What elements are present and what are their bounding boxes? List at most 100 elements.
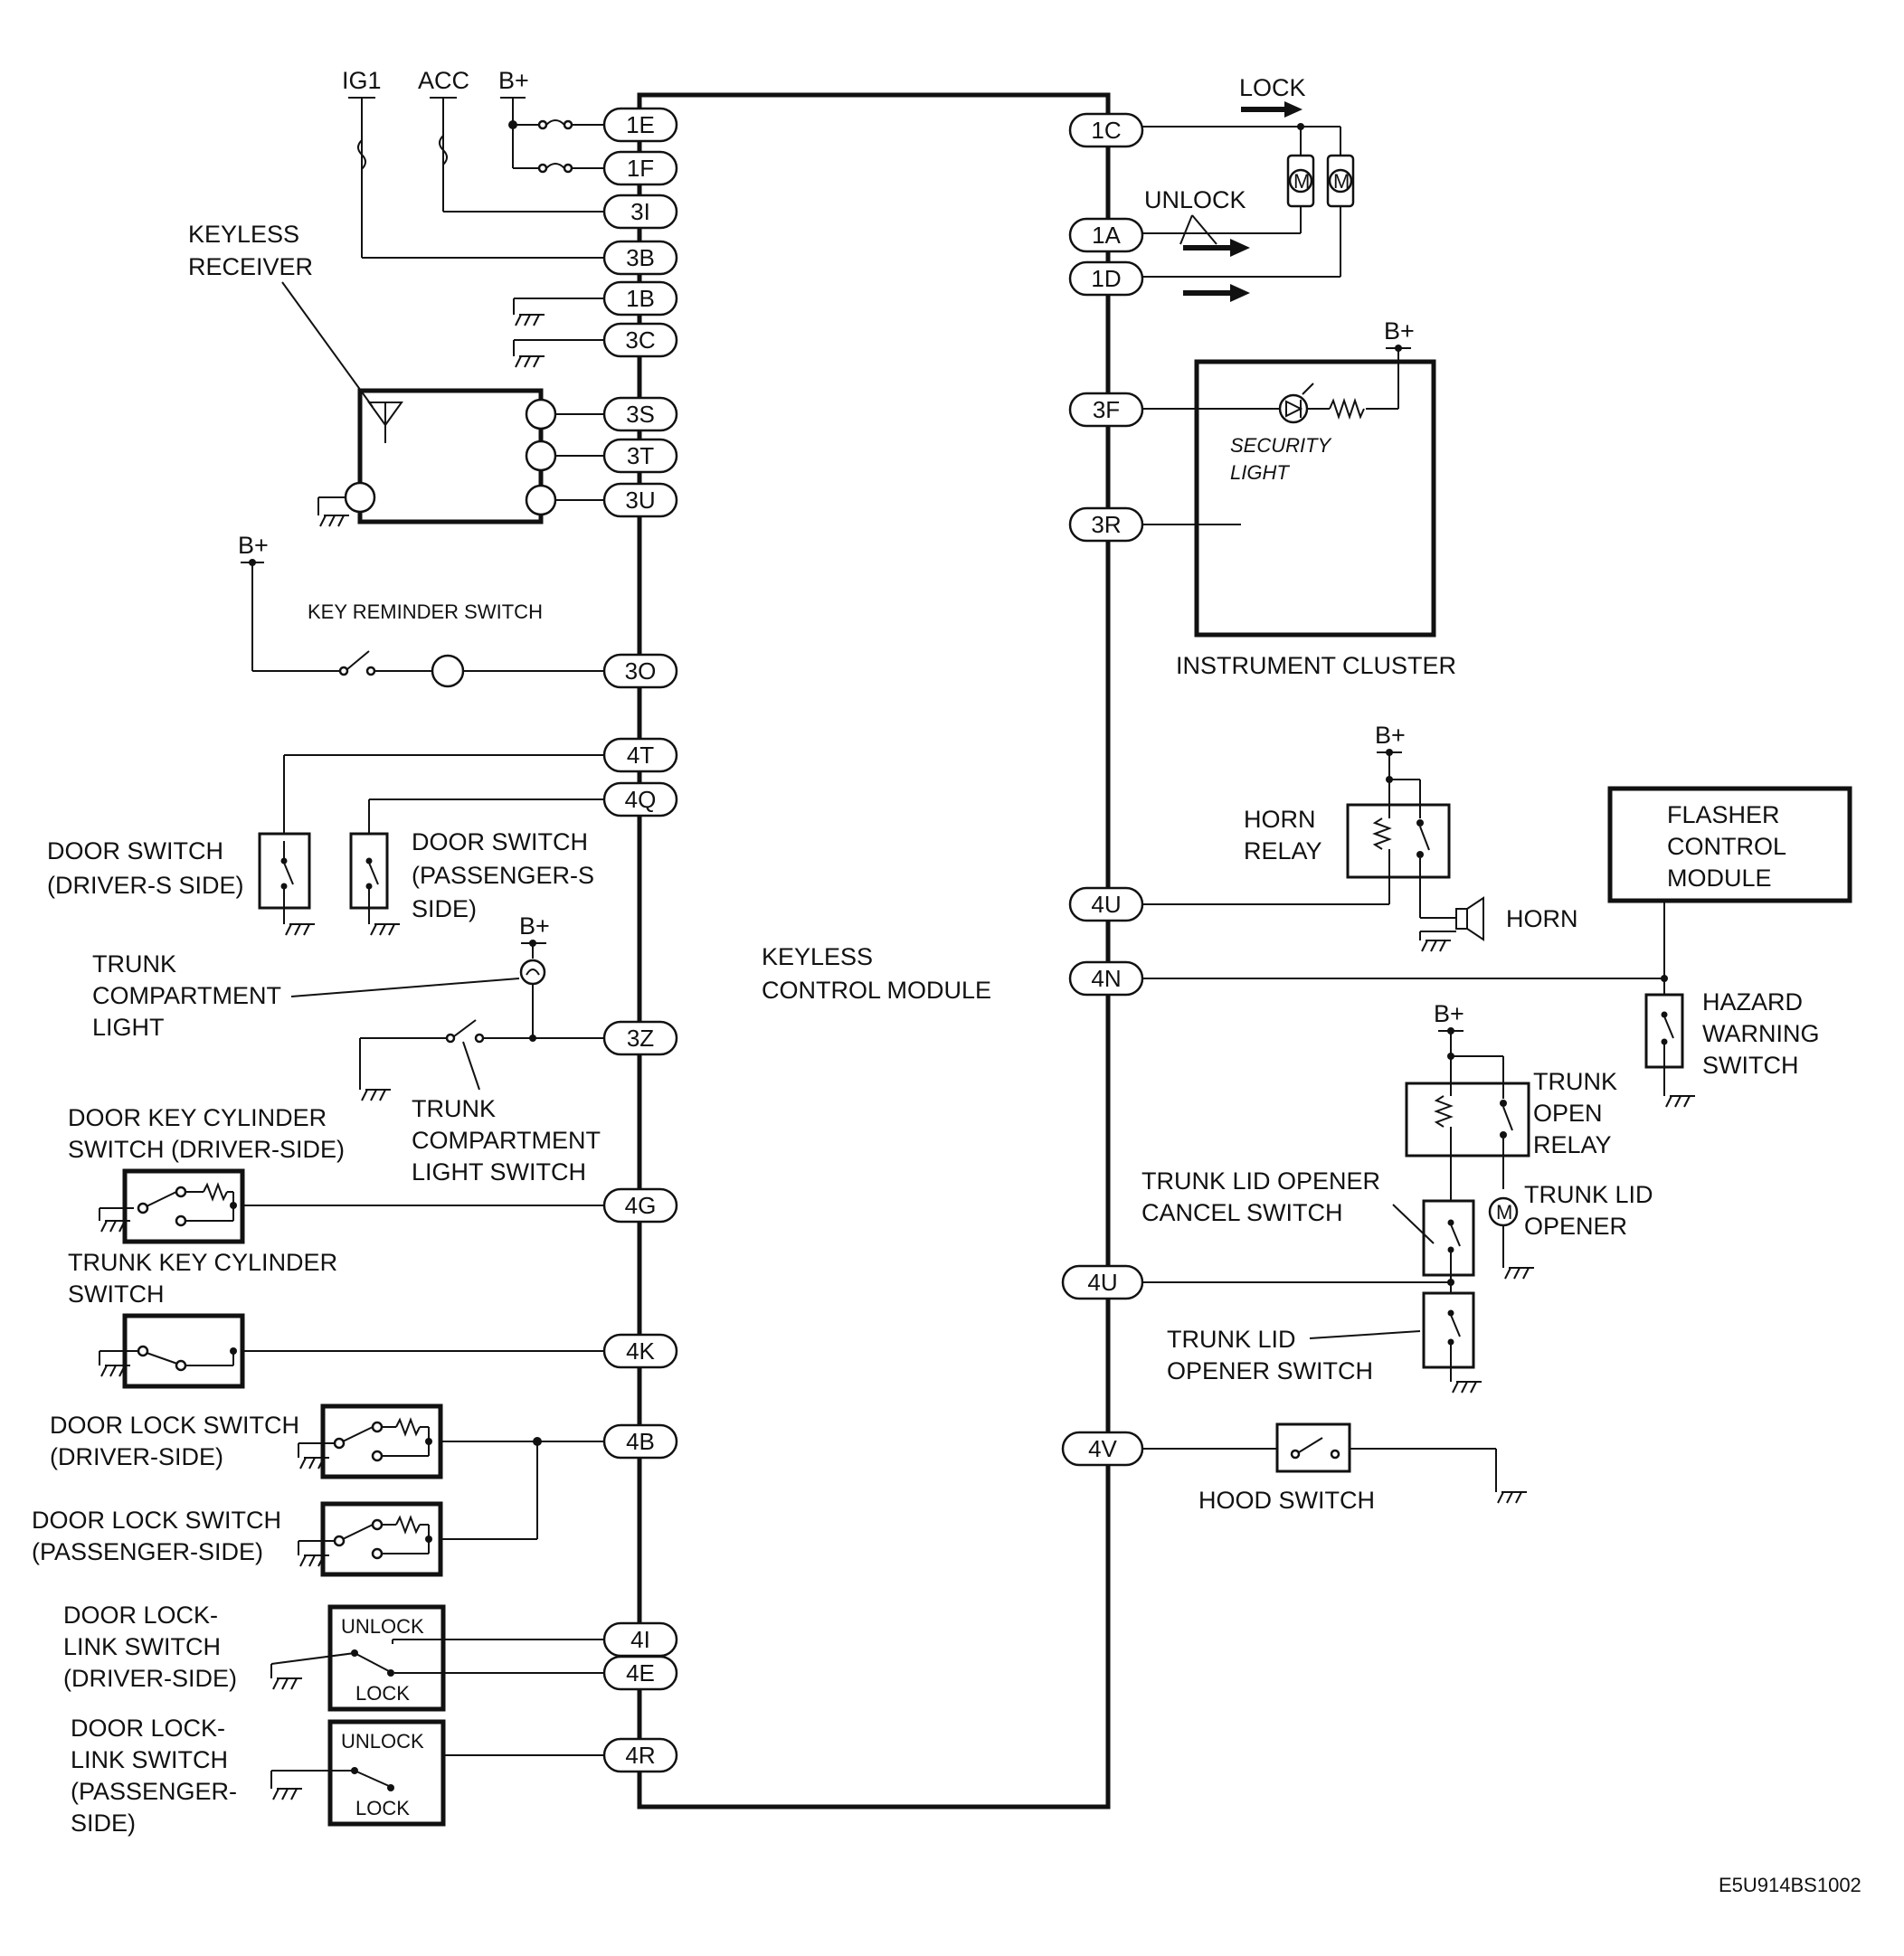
- lock-arrow-icon: [1241, 101, 1302, 118]
- door-switch-pass-label-2: (PASSENGER-S: [412, 862, 594, 889]
- pin-4T: 4T: [627, 742, 654, 769]
- dll-driver-label-1: DOOR LOCK-: [63, 1602, 218, 1629]
- dll-driver-lock-label: LOCK: [355, 1682, 410, 1705]
- security-light-label-2: LIGHT: [1230, 461, 1290, 484]
- door-lock-actuators: LOCK M M UNLOCK: [1141, 74, 1355, 302]
- security-light-icon: [1278, 393, 1309, 424]
- dls-pass-label-1: DOOR LOCK SWITCH: [32, 1507, 281, 1534]
- module-label-line1: KEYLESS: [762, 943, 873, 970]
- pin-3R: 3R: [1091, 511, 1121, 538]
- ground-icon: [272, 1788, 303, 1800]
- pin-4R: 4R: [625, 1742, 655, 1769]
- relay-coil-icon: [1372, 817, 1392, 850]
- pin-3U: 3U: [625, 487, 655, 514]
- pin-3I: 3I: [630, 198, 650, 225]
- pin-4B: 4B: [626, 1428, 655, 1455]
- ground-icon: [1504, 1267, 1535, 1280]
- trunk-opener-circuit: B+ M TRUNK OPEN RELAY TRUNK LID OPENER T…: [1141, 1000, 1653, 1394]
- hazard-label-3: SWITCH: [1702, 1052, 1798, 1079]
- trunk-light-label-2: COMPARTMENT: [92, 982, 281, 1009]
- ground-icon: [1421, 940, 1452, 952]
- right-pins: 1C 1A 1D 3F 3R 4U 4N 4U 4V: [1061, 112, 1144, 1467]
- pin-1A: 1A: [1092, 222, 1121, 249]
- flasher-label-2: CONTROL: [1667, 833, 1786, 860]
- tlo-switch-label-1: TRUNK LID: [1167, 1326, 1296, 1353]
- trunk-light-switch-label-2: COMPARTMENT: [412, 1127, 601, 1154]
- module-grounds: [513, 298, 604, 368]
- tlo-switch-label-2: OPENER SWITCH: [1167, 1357, 1373, 1384]
- pin-3S: 3S: [626, 401, 655, 428]
- tkc-label-2: SWITCH: [68, 1280, 164, 1308]
- key-reminder-switch-label: KEY REMINDER SWITCH: [308, 600, 543, 623]
- ground-icon: [361, 1089, 392, 1101]
- dkc-label-2: SWITCH (DRIVER-SIDE): [68, 1136, 345, 1163]
- power-sources: IG1 ACC B+: [342, 67, 604, 259]
- ground-icon: [1665, 1095, 1696, 1108]
- door-switch-pass-label-3: SIDE): [412, 895, 477, 922]
- ig1-label: IG1: [342, 67, 382, 94]
- pin-4E: 4E: [626, 1659, 655, 1687]
- pin-1F: 1F: [627, 155, 654, 182]
- ground-icon: [515, 355, 545, 368]
- door-switches: DOOR SWITCH (DRIVER-S SIDE) DOOR SWITCH …: [47, 754, 604, 936]
- keyless-receiver-label-2: RECEIVER: [188, 253, 313, 280]
- left-pins: 1E 1F 3I 3B 1B 3C 3S 3T 3U 3O 4T 4Q 3Z 4…: [602, 107, 678, 1773]
- dls-driver-label-1: DOOR LOCK SWITCH: [50, 1412, 299, 1439]
- horn-circuit: B+ HORN RELAY HORN: [1141, 722, 1578, 952]
- door-switch-driver-label-2: (DRIVER-S SIDE): [47, 872, 244, 899]
- dll-pass-unlock-label: UNLOCK: [341, 1730, 424, 1753]
- keyless-receiver-label-1: KEYLESS: [188, 221, 299, 248]
- hood-switch-label: HOOD SWITCH: [1198, 1487, 1375, 1514]
- pin-1B: 1B: [626, 285, 655, 312]
- trunk-light-label-3: LIGHT: [92, 1014, 165, 1041]
- hood-switch: HOOD SWITCH: [1141, 1422, 1528, 1514]
- tlo-cancel-label-2: CANCEL SWITCH: [1141, 1199, 1343, 1226]
- door-switch-pass-label-1: DOOR SWITCH: [412, 828, 588, 855]
- unlock-arrow-icon: [1183, 284, 1250, 302]
- door-lock-switches: DOOR LOCK SWITCH (DRIVER-SIDE) DOOR LOCK…: [32, 1403, 604, 1577]
- trunk-key-cylinder-switch: TRUNK KEY CYLINDER SWITCH: [68, 1249, 604, 1389]
- unlock-label: UNLOCK: [1144, 186, 1246, 213]
- module-label-line2: CONTROL MODULE: [762, 977, 991, 1004]
- pin-1D: 1D: [1091, 265, 1121, 292]
- unlock-arrow-icon: [1183, 239, 1250, 257]
- keyless-control-module: KEYLESS CONTROL MODULE: [637, 92, 1111, 1810]
- dll-driver-label-2: LINK SWITCH: [63, 1633, 221, 1660]
- antenna-icon: [367, 402, 403, 443]
- door-lock-link-switches: DOOR LOCK- LINK SWITCH (DRIVER-SIDE) UNL…: [63, 1602, 604, 1837]
- dll-pass-label-4: SIDE): [71, 1810, 136, 1837]
- ground-icon: [272, 1677, 303, 1690]
- ground-icon: [1497, 1491, 1528, 1504]
- trunk-light-switch-label-3: LIGHT SWITCH: [412, 1158, 586, 1186]
- ground-icon: [285, 923, 316, 936]
- dll-driver-unlock-label: UNLOCK: [341, 1615, 424, 1638]
- bplus-label-6: B+: [1434, 1000, 1464, 1027]
- tlo-cancel-label-1: TRUNK LID OPENER: [1141, 1167, 1380, 1195]
- hazard-label-2: WARNING: [1702, 1020, 1820, 1047]
- figure-code: E5U914BS1002: [1719, 1874, 1861, 1896]
- trunk-open-relay-label-3: RELAY: [1533, 1131, 1612, 1158]
- bplus-label-2: B+: [238, 532, 269, 559]
- pin-3O: 3O: [625, 657, 657, 685]
- relay-coil-icon: [1434, 1095, 1454, 1128]
- horn-label: HORN: [1506, 905, 1578, 932]
- horn-icon: [1466, 896, 1484, 941]
- pin-4I: 4I: [630, 1626, 650, 1653]
- pin-1C: 1C: [1091, 117, 1121, 144]
- dll-driver-label-3: (DRIVER-SIDE): [63, 1665, 237, 1692]
- security-light-label-1: SECURITY: [1230, 434, 1332, 457]
- hazard-label-1: HAZARD: [1702, 988, 1803, 1016]
- trunk-lid-opener-label-2: OPENER: [1524, 1213, 1627, 1240]
- pin-3T: 3T: [627, 442, 654, 469]
- horn-relay-label-2: RELAY: [1244, 837, 1322, 865]
- keyless-receiver: KEYLESS RECEIVER: [188, 221, 604, 527]
- dll-pass-label-2: LINK SWITCH: [71, 1746, 228, 1773]
- pin-3Z: 3Z: [627, 1025, 654, 1052]
- pin-4G: 4G: [625, 1192, 657, 1219]
- trunk-light-switch-label-1: TRUNK: [412, 1095, 496, 1122]
- pin-3C: 3C: [625, 326, 655, 354]
- bplus-label-5: B+: [1375, 722, 1406, 749]
- ground-icon: [319, 515, 350, 527]
- dkc-label-1: DOOR KEY CYLINDER: [68, 1104, 327, 1131]
- pin-4V: 4V: [1088, 1435, 1117, 1462]
